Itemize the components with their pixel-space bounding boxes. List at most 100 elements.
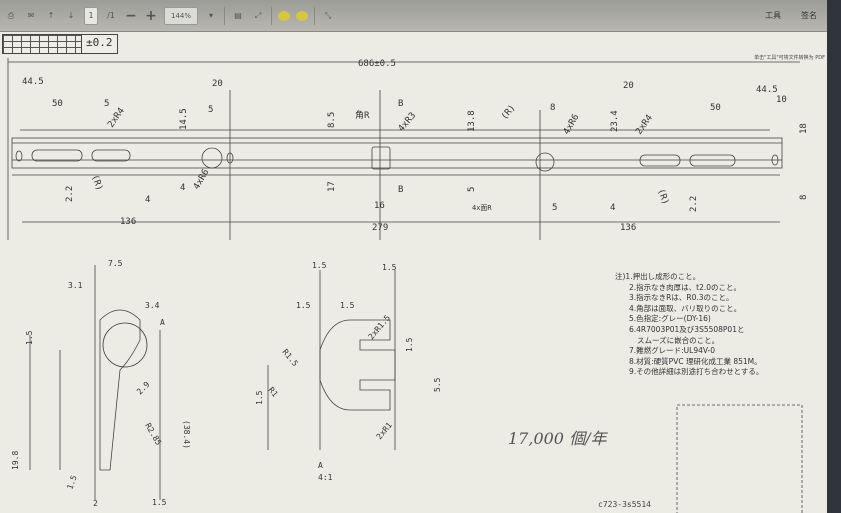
dim-label: B <box>398 99 403 109</box>
dim-label: A <box>318 461 323 470</box>
dim-label: (R) <box>655 188 670 207</box>
dim-label: 13.8 <box>467 110 477 132</box>
page-total: /1 <box>107 11 115 20</box>
tolerance-grid <box>3 35 81 53</box>
dim-label: 17 <box>327 181 337 192</box>
dim-label: 4:1 <box>318 473 333 482</box>
divider <box>314 6 316 25</box>
dim-label: 5 <box>552 203 557 213</box>
dim-label: 2xR4 <box>106 106 127 130</box>
zoom-dropdown-icon[interactable]: ▾ <box>209 11 214 20</box>
dim-label: 20 <box>212 79 223 89</box>
email-icon[interactable]: ✉ <box>27 11 35 20</box>
dim-label: 5 <box>208 105 213 115</box>
dim-label: 1.5 <box>65 474 78 491</box>
dim-label: 2 <box>93 499 98 508</box>
dim-label: 19.8 <box>11 451 20 470</box>
dim-label: 8 <box>550 103 555 113</box>
dim-label: 4xR6 <box>192 168 212 192</box>
dim-label: 2.2 <box>65 186 75 202</box>
note-item: 8.材質:硬質PVC 理研化成工業 851M。 <box>629 356 762 366</box>
dim-label: 5 <box>104 99 109 109</box>
comment-icon[interactable] <box>278 10 291 21</box>
dim-label: 1.5 <box>255 390 264 405</box>
dim-label: 1.5 <box>25 330 34 345</box>
drawing-notes: 注)1.押出し成形のこと。 2.指示なき肉厚は、t2.0のこと。 3.指示なきR… <box>615 272 763 378</box>
note-item: 7.難燃グレード:UL94V-0 <box>629 346 716 356</box>
zoom-in-icon[interactable]: + <box>145 7 157 24</box>
note-item: スムーズに嵌合のこと。 <box>637 335 720 345</box>
dim-label: 50 <box>710 103 721 113</box>
print-icon[interactable]: ⎙ <box>7 10 15 20</box>
dim-label: R1.5 <box>280 348 299 369</box>
dimension-labels: 686±0.5 44.5 50 5 2xR4 20 5 14.5 4 4xR6 … <box>22 59 809 233</box>
dim-label: 50 <box>52 99 63 109</box>
note-item: 注)1.押出し成形のこと。 <box>615 272 701 281</box>
dim-label: 4xR6 <box>562 113 582 137</box>
dim-label: 2xR1.5 <box>367 313 393 341</box>
dim-label: 23.4 <box>610 110 620 132</box>
dim-label: R1 <box>266 386 279 399</box>
dim-label: 279 <box>372 223 388 233</box>
divider <box>271 6 273 25</box>
dim-label: 16 <box>374 201 385 211</box>
handwritten-quantity: 17,000 個/年 <box>508 429 607 448</box>
dim-label: 2.2 <box>689 196 699 212</box>
dim-label: 8.5 <box>327 112 337 128</box>
dim-label: 4 <box>145 195 150 205</box>
menu-tools[interactable]: 工具 <box>765 11 781 20</box>
note-item: 3.指示なきRは、R0.3のこと。 <box>629 293 734 303</box>
dim-label: A <box>160 318 165 327</box>
dim-label: 44.5 <box>22 77 44 87</box>
divider <box>224 6 226 25</box>
dim-label: 2xR1 <box>375 421 394 442</box>
fullscreen-icon[interactable]: ⤡ <box>324 10 332 20</box>
dim-label: 2xR4 <box>634 113 655 137</box>
dim-label: 686±0.5 <box>358 59 396 69</box>
dim-label: B <box>398 185 403 195</box>
dim-label: 1.5 <box>405 337 414 352</box>
tolerance-table: ±0.2 <box>2 34 118 54</box>
dim-label: 3.1 <box>68 281 83 290</box>
detail-labels: 7.5 3.1 3.4 A 1.5 2.9 R2.85 (38.4) 19.8 … <box>11 259 442 508</box>
dim-label: 1.5 <box>296 301 311 310</box>
note-item: 6.4R7003P01及び3S5508P01と <box>629 324 745 334</box>
dim-label: 44.5 <box>756 85 778 95</box>
page-number-input[interactable]: 1 <box>84 6 98 25</box>
rail-profile <box>7 58 803 513</box>
dim-label: 5.5 <box>433 377 442 392</box>
dim-label: (38.4) <box>182 420 191 449</box>
dim-label: 7.5 <box>108 259 123 268</box>
dim-label: 角R <box>355 109 370 121</box>
convert-hint: 单击"工具"可将文件转换为 PDF <box>754 55 825 61</box>
dim-label: 136 <box>620 223 636 233</box>
note-item: 4.角部は面取、バリ取りのこと。 <box>629 303 742 313</box>
dim-label: 4 <box>610 203 615 213</box>
prev-page-icon[interactable]: ↑ <box>47 11 55 20</box>
part-number: c723-3s5514 <box>598 500 651 509</box>
dim-label: 4xR3 <box>397 111 419 134</box>
dim-label: 4x面R <box>472 204 492 212</box>
dim-label: 8 <box>799 195 809 200</box>
note-item: 5.色指定:グレー(DY-16) <box>629 314 711 324</box>
note-item: 9.その他詳細は別途打ち合わせとする。 <box>629 367 764 377</box>
toolbar: ⎙ ✉ ↑ ↓ 1 /1 − + 144% ▾ ▤ ⤢ ⤡ 工具 签名 <box>0 0 841 32</box>
fit-page-icon[interactable]: ▤ <box>234 11 242 20</box>
dim-label: 1.5 <box>382 263 397 272</box>
dim-label: 136 <box>120 217 136 227</box>
general-tolerance: ±0.2 <box>81 35 117 53</box>
zoom-level-select[interactable]: 144% <box>164 6 199 25</box>
dim-label: 18 <box>799 123 809 134</box>
dim-label: 10 <box>776 95 787 105</box>
dim-label: 3.4 <box>145 301 160 310</box>
dim-label: 2.9 <box>135 380 152 397</box>
zoom-out-icon[interactable]: − <box>125 7 137 24</box>
technical-drawing: 686±0.5 44.5 50 5 2xR4 20 5 14.5 4 4xR6 … <box>7 58 809 513</box>
dim-label: 20 <box>623 81 634 91</box>
menu-sign[interactable]: 签名 <box>801 11 817 20</box>
dim-label: 1.5 <box>152 498 167 507</box>
next-page-icon[interactable]: ↓ <box>67 11 75 20</box>
fit-width-icon[interactable]: ⤢ <box>254 10 262 20</box>
highlight-icon[interactable] <box>296 10 309 21</box>
